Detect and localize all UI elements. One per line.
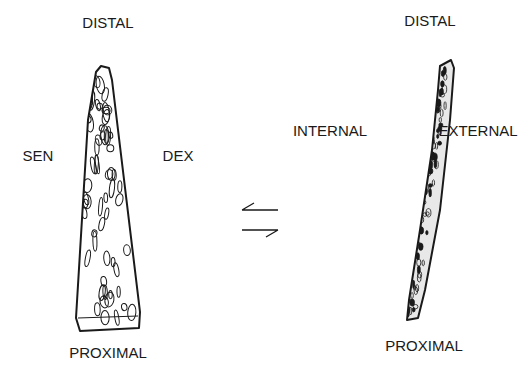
bone-pore [410,299,415,306]
bone-pore [440,109,443,117]
bone-pore [101,87,109,102]
bone-side-view [407,60,454,320]
view-label: SEN [23,148,54,163]
bone-pore [424,188,428,195]
bone-pore [88,91,96,110]
bone-pore [103,251,110,266]
bone-pore [431,136,434,143]
bone-pore [114,310,121,326]
bone-pore [86,94,93,110]
bone-pore [426,231,428,235]
bone-pore [439,89,441,96]
bone-pore [418,243,423,250]
bone-pore [84,116,91,124]
view-label: PROXIMAL [69,345,147,360]
bone-pore [427,169,431,176]
bone-pore [98,217,106,231]
rotation-arrows [242,203,278,237]
bone-pore [98,197,103,216]
bone-pore [112,169,117,180]
bone-pore [127,304,136,321]
bone-pore [104,193,108,203]
bone-pore [82,192,89,206]
bone-pore [414,287,418,295]
bone-edge [78,316,138,318]
bone-pore [84,250,92,267]
bone-pore [419,227,423,234]
bone-pore [104,208,110,220]
bone-pore [95,139,99,155]
bone-front-view [76,66,140,331]
bone-pore [431,153,435,161]
bone-pore [426,209,431,217]
bone-pore [422,260,424,266]
bone-pore [91,229,97,237]
bone-pore [412,307,415,311]
bone-pore [121,303,127,311]
bone-pore [83,112,95,133]
bone-pore [428,184,432,188]
bone-pore [443,66,446,74]
bone-pore [101,311,109,325]
view-label: DEX [163,148,194,163]
bone-pore [429,189,431,197]
bone-pore [104,291,115,307]
bone-pore [436,106,440,113]
bone-pore [416,253,419,260]
bone-pore [442,85,447,94]
bone-pore [118,181,122,193]
bone-pore [109,290,113,298]
bone-pore [107,145,114,152]
bone-pore [438,141,442,145]
bone-pore [113,262,120,277]
bone-pore [87,94,93,105]
bone-pore [114,193,124,207]
bone-texture [81,75,136,326]
bone-pore [429,160,432,165]
bone-pore [82,199,88,208]
bone-pore [108,179,115,198]
bone-pore [410,307,412,315]
bone-pore [411,293,414,299]
bone-pore [95,76,106,95]
view-label: EXTERNAL [438,123,517,138]
bone-pore [83,194,92,209]
bone-pore [99,295,110,309]
bone-pore [434,161,438,169]
bone-pore [123,245,131,256]
view-label: PROXIMAL [385,338,463,353]
bone-pore [94,99,101,111]
bone-pore [413,280,415,288]
bone-pore [117,286,121,297]
bone-pore [81,207,88,219]
bone-pore [94,303,100,316]
bone-pore [430,161,433,170]
bone-pore [432,140,434,144]
bone-pore [82,178,92,192]
view-label: DISTAL [82,15,133,30]
bone-pore [94,155,99,174]
bone-pore [444,102,446,110]
bone-pore [421,217,424,223]
bone-pore [422,200,425,204]
bone-texture [407,66,447,316]
bone-pore [418,271,422,278]
bone-pore [89,157,97,175]
bone-pore [102,102,111,122]
bone-pore [100,125,109,145]
view-label: INTERNAL [293,123,367,138]
view-label: DISTAL [404,13,455,28]
